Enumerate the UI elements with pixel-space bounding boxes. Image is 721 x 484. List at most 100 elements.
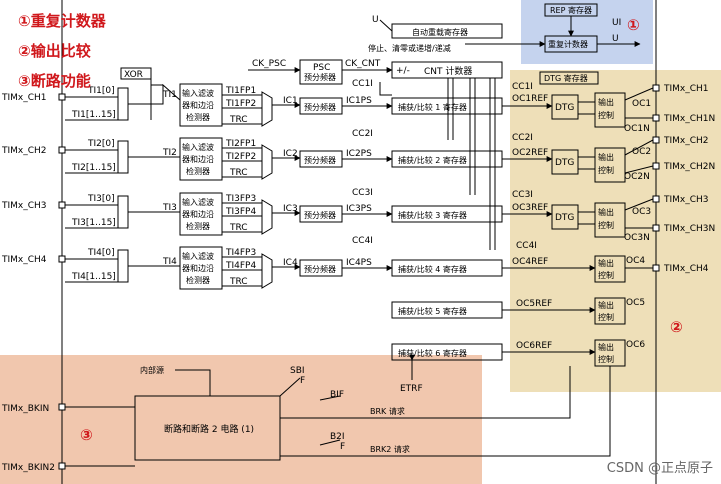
dtg3-box	[551, 204, 579, 230]
region-marker-two: ②	[670, 318, 683, 336]
etrf-label: ETRF	[400, 384, 423, 394]
ch4-ic-mux	[261, 253, 273, 289]
ch1-ic-mux	[261, 91, 273, 127]
ti3-1-label: TI3[1..15]	[71, 218, 116, 228]
oc4-label: OC4	[626, 256, 645, 266]
fp-ti3fp4: TI3FP4	[225, 207, 256, 217]
feature-num: ③	[18, 72, 31, 90]
psc-box	[299, 59, 343, 85]
out-label-ch1: TIMx_CH1	[663, 84, 709, 94]
b2i-arrow	[319, 439, 341, 446]
trc-3: TRC	[229, 223, 248, 233]
in-label-ch2: TIMx_CH2	[1, 146, 47, 156]
ti4-label: TI4	[162, 257, 177, 267]
cc2i-label: CC2I	[352, 129, 373, 139]
brk-label: BRK 请求	[370, 406, 405, 416]
out-pin-ch1	[652, 84, 660, 92]
out3-lines	[624, 198, 654, 229]
ti3-label: TI3	[162, 203, 177, 213]
filter4-l1: 输入滤波	[182, 251, 214, 261]
in-label-ch1: TIMx_CH1	[1, 93, 47, 103]
sbi-label: SBI	[290, 366, 305, 376]
ti2-0-label: TI2[0]	[87, 139, 115, 149]
ti2-label: TI2	[162, 148, 177, 158]
feature-item-break-function: ③断路功能	[18, 66, 168, 96]
dtg2-out	[578, 156, 595, 170]
ch1-filter-box	[179, 83, 223, 127]
outctrl3-box	[594, 202, 626, 238]
ch3-input-pin	[58, 201, 66, 209]
filter1-l2: 器和边沿	[182, 100, 214, 110]
dtg1-label: DTG	[555, 103, 574, 113]
cc4i-label: CC4I	[352, 236, 373, 246]
ocref1-label: OC1REF	[512, 94, 548, 104]
break-circuit-box	[134, 395, 281, 461]
fp-ti2fp1: TI2FP1	[225, 139, 256, 149]
ic1-label: IC1	[283, 96, 298, 106]
ck-psc-label: CK_PSC	[252, 59, 286, 69]
fp-ti1fp2: TI1FP2	[225, 99, 256, 109]
auto-reload-label: 自动重载寄存器	[412, 27, 468, 37]
feature-item-repetition-counter: ①重复计数器	[18, 6, 168, 36]
ocref6-label: OC6REF	[516, 341, 552, 351]
oc2-label: OC2	[632, 147, 651, 157]
ocref5-label: OC5REF	[516, 299, 552, 309]
ch1-cci-line	[379, 82, 392, 96]
ti4-1-label: TI4[1..15]	[71, 272, 116, 282]
feature-label: 输出比较	[30, 42, 91, 60]
b2i-label: B2I	[330, 432, 345, 442]
out2-lines	[624, 139, 654, 174]
ch2-ic-mux	[261, 144, 273, 180]
bkin2-pin	[58, 462, 66, 470]
dtg1-out	[578, 101, 595, 115]
dtg3-label: DTG	[555, 213, 574, 223]
cc2i-out-label: CC2I	[512, 133, 533, 143]
oc5-label: OC5	[626, 298, 645, 308]
filter1-l1: 输入滤波	[182, 88, 214, 98]
out-pin-ch3n	[652, 224, 660, 232]
ch2-fp-lines	[222, 147, 262, 178]
filter2-l2: 器和边沿	[182, 154, 214, 164]
ic3-label: IC3	[283, 204, 298, 214]
filter1-l3: 检测器	[186, 112, 210, 122]
cnt-box	[391, 61, 503, 79]
fp-ti2fp2: TI2FP2	[225, 152, 256, 162]
prescaler1-label: 预分频器	[304, 102, 336, 112]
ch4-filter-box	[179, 246, 223, 290]
outctrl2-l2: 控制	[598, 165, 614, 175]
ti1-0-label: TI1[0]	[87, 86, 115, 96]
icps4-label: IC4PS	[346, 258, 372, 268]
fp-ti3fp3: TI3FP3	[225, 194, 256, 204]
ic2-label: IC2	[283, 149, 298, 159]
fp-ti4fp3: TI4FP3	[225, 248, 256, 258]
trc-2: TRC	[229, 168, 248, 178]
filter4-l2: 器和边沿	[182, 263, 214, 273]
filter3-l1: 输入滤波	[182, 197, 214, 207]
filter2-l3: 检测器	[186, 166, 210, 176]
outctrl1-l1: 输出	[598, 97, 614, 107]
cnt-sign-label: +/-	[396, 66, 410, 76]
ocref3-label: OC3REF	[512, 203, 548, 213]
cnt-bus-3	[489, 78, 496, 250]
dtg-reg-label: DTG 寄存器	[544, 73, 588, 83]
ti3-0-label: TI3[0]	[87, 194, 115, 204]
outctrl2-box	[594, 147, 626, 183]
ccr2-label: 捕获/比较 2 寄存器	[398, 155, 467, 165]
out-label-ch3: TIMx_CH3	[663, 195, 709, 205]
outctrl3-l2: 控制	[598, 220, 614, 230]
sbi-f-label: F	[300, 376, 305, 386]
b2i-f-label: F	[340, 442, 345, 452]
bif-label: BIF	[330, 390, 344, 400]
outctrl4-l1: 输出	[598, 258, 614, 268]
ti1-label: TI1	[162, 90, 177, 100]
oc3n-label: OC3N	[624, 233, 650, 243]
ch4-input-pin	[58, 255, 66, 263]
bif-arrow	[319, 395, 341, 401]
ck-cnt-label: CK_CNT	[345, 59, 381, 69]
xor-box	[120, 67, 152, 80]
break-circuit-label: 断路和断路 2 电路 (1)	[164, 423, 254, 435]
fp-ti1fp1: TI1FP1	[225, 86, 256, 96]
dtg3-out	[578, 211, 595, 225]
